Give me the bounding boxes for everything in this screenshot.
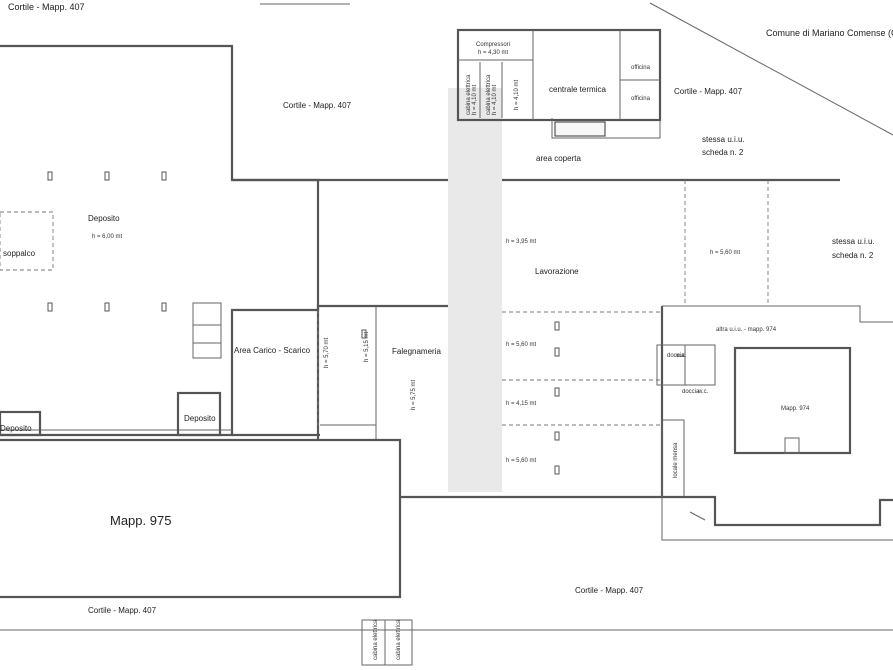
label-compressori: Compressori	[476, 42, 510, 48]
pillars-production	[361, 321, 560, 475]
label-h-falegnameria-2: h = 5,75 mt	[411, 379, 417, 410]
label-h-row-2: h = 4,15 mt	[506, 401, 537, 407]
label-cortile-mid-left: Cortile - Mapp. 407	[283, 101, 352, 110]
label-h-lavorazione-right: h = 5,60 mt	[710, 250, 741, 256]
label-doccia-2: doccia	[682, 389, 700, 395]
label-stessa-uiu-2: stessa u.i.u.	[832, 237, 875, 246]
building-mapp-975	[0, 438, 402, 599]
building-mapp-974	[656, 305, 893, 541]
label-soppalco: soppalco	[3, 249, 36, 258]
label-cabina-2: cabina elettrica	[486, 74, 492, 115]
label-officina-2: officina	[631, 96, 651, 102]
label-area-carico: Area Carico - Scarico	[234, 346, 311, 355]
label-lavorazione: Lavorazione	[535, 267, 579, 276]
label-scheda-1: scheda n. 2	[702, 148, 744, 157]
building-production	[232, 178, 840, 499]
label-cortile-mid-right: Cortile - Mapp. 407	[674, 87, 743, 96]
label-falegnameria: Falegnameria	[392, 347, 441, 356]
label-cortile-bottom-left: Cortile - Mapp. 407	[88, 606, 157, 615]
label-h-row-1: h = 5,60 mt	[506, 342, 537, 348]
label-h-lavorazione: h = 3,95 mt	[506, 239, 537, 245]
label-h-area-carico: h = 5,70 mt	[324, 337, 330, 368]
label-deposito-small-left: Deposito	[0, 424, 32, 433]
label-cabina-bottom-1: cabina elettrica	[373, 619, 379, 660]
service-rooms	[192, 302, 222, 359]
label-altra-uiu: altra u.i.u. - mapp. 974	[716, 327, 777, 333]
label-comune: Comune di Mariano Comense (CO)	[766, 28, 893, 38]
label-wc-1: w.c.	[675, 353, 687, 359]
label-area-coperta: area coperta	[536, 154, 581, 163]
label-centrale-termica: centrale termica	[549, 85, 606, 94]
label-mapp-974: Mapp. 974	[781, 406, 810, 412]
label-deposito-small-center: Deposito	[184, 414, 216, 423]
label-h-cabina-1: h = 4,10 mt	[472, 84, 478, 115]
soppalco-outline	[0, 211, 54, 271]
deposito-small-center-room	[176, 391, 222, 437]
redacted-strip	[448, 88, 502, 492]
label-cabina-1: cabina elettrica	[466, 74, 472, 115]
pillars-row	[47, 171, 167, 312]
label-cortile-bottom-right: Cortile - Mapp. 407	[575, 586, 644, 595]
label-h-compressori: h = 4,30 mt	[478, 50, 509, 56]
label-doccia: doccia	[667, 353, 685, 359]
label-h-falegnameria-1: h = 5,15 mt	[364, 331, 370, 362]
label-h-cabina-2: h = 4,10 mt	[492, 84, 498, 115]
label-scheda-2: scheda n. 2	[832, 251, 874, 260]
label-stessa-uiu-1: stessa u.i.u.	[702, 135, 745, 144]
building-centrale-termica	[456, 28, 662, 139]
label-officina-1: officina	[631, 65, 651, 71]
label-wc-2: w.c.	[697, 389, 709, 395]
label-h-row-3: h = 5,60 mt	[506, 458, 537, 464]
building-deposito	[0, 44, 320, 437]
label-deposito-main: Deposito	[88, 214, 120, 223]
label-mapp-975: Mapp. 975	[110, 513, 171, 528]
label-locale-mensa: locale mensa	[673, 442, 679, 478]
label-h-deposito: h = 6,00 mt	[92, 234, 123, 240]
deposito-small-left-room	[0, 410, 42, 437]
label-cortile-top-left: Cortile - Mapp. 407	[8, 2, 85, 12]
label-h-vertical: h = 4,10 mt	[514, 79, 520, 110]
label-cabina-bottom-2: cabina elettrica	[396, 619, 402, 660]
